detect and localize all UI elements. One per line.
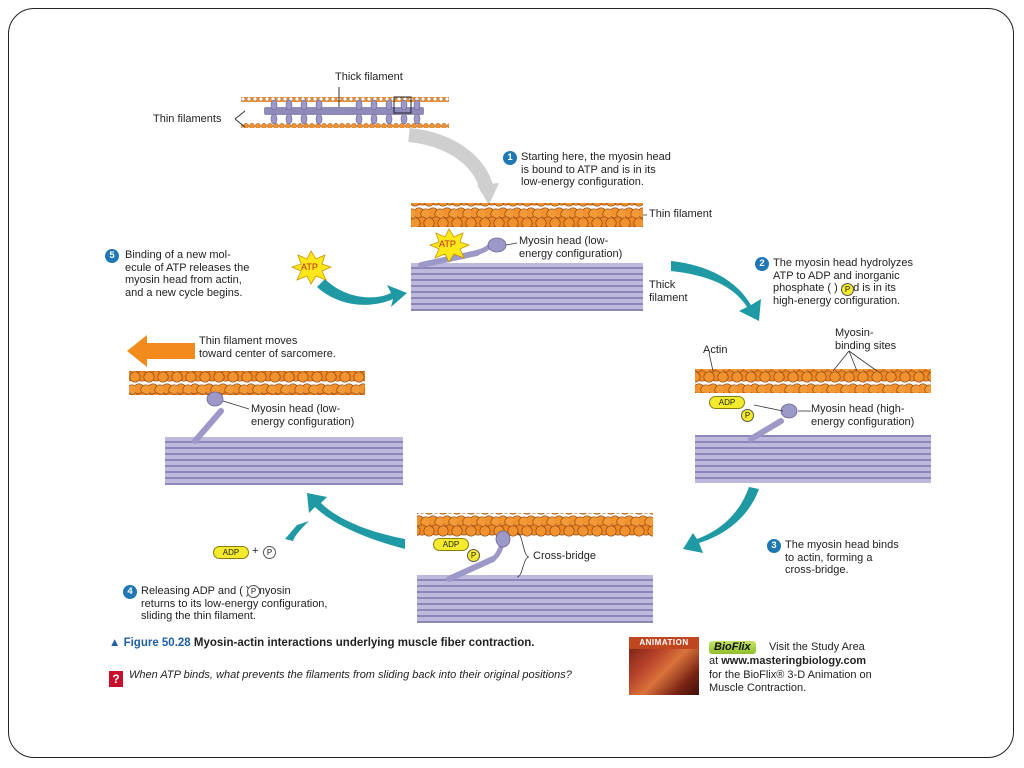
myosin-head-panel2 — [780, 403, 798, 419]
step-2-text: The myosin head hydrolyzes ATP to ADP an… — [773, 257, 914, 307]
panel-step-4 — [127, 335, 403, 485]
thin-filament-panel1 — [411, 203, 643, 227]
arrow-release-branch — [285, 521, 309, 541]
arrow-step1-to-step2 — [671, 261, 761, 321]
arrow-step5-to-step1 — [317, 279, 407, 307]
panel-step-2 — [695, 350, 931, 483]
bioflix-url[interactable]: www.masteringbiology.com — [721, 655, 867, 667]
bioflix-animation-thumbnail[interactable]: ANIMATION — [629, 637, 699, 695]
question-icon: ? — [109, 671, 123, 687]
label-thin-filament-panel1: Thin filament — [649, 208, 712, 220]
label-thin-filaments-overview: Thin filaments — [153, 113, 222, 125]
thin-filament-panel2 — [695, 369, 931, 393]
sarcomere-overview — [234, 87, 499, 205]
thick-filament-panel2 — [695, 435, 931, 483]
atp-starburst-icon — [428, 228, 471, 263]
arrow-step3-to-step4 — [307, 493, 405, 549]
thick-filament-panel1 — [411, 263, 643, 311]
step-5-number: 5 — [105, 249, 119, 263]
thin-filament-panel3 — [417, 513, 653, 537]
plus-sign: + — [252, 545, 259, 557]
figure-question: When ATP binds, what prevents the filame… — [129, 669, 572, 681]
thin-filament-panel4 — [129, 371, 365, 395]
bioflix-line-3: for the BioFlix® 3-D Animation on — [709, 669, 872, 681]
figure-title: Myosin-actin interactions underlying mus… — [193, 637, 535, 649]
overview-thin-filament-top — [241, 97, 449, 102]
panel-step-3 — [417, 513, 653, 623]
label-actin: Actin — [703, 344, 728, 356]
thick-filament-panel4 — [165, 437, 403, 485]
bioflix-line-2-prefix: at — [709, 655, 722, 667]
animation-label: ANIMATION — [629, 637, 699, 649]
phosphate-icon-released: P — [263, 546, 276, 559]
label-myosin-head-low-panel4: Myosin head (low- energy configuration) — [251, 403, 355, 428]
atp-label-panel1: ATP — [439, 239, 456, 249]
adp-badge-released: ADP — [213, 546, 249, 559]
phosphate-icon-panel3: P — [467, 549, 480, 562]
label-myosin-head-low-panel1: Myosin head (low- energy configuration) — [519, 235, 623, 260]
slide-frame: Thick filament Thin filaments 1 Starting… — [8, 8, 1014, 758]
muscle-cycle-diagram — [127, 87, 931, 623]
arrow-step2-to-step3 — [683, 487, 759, 553]
step-3-text: The myosin head binds to actin, forming … — [785, 539, 899, 576]
atp-label-step5: ATP — [301, 262, 318, 272]
thick-filament-panel3 — [417, 575, 653, 623]
bioflix-badge: BioFlix — [709, 641, 756, 654]
bioflix-line-4: Muscle Contraction. — [709, 682, 807, 694]
phosphate-icon-step2: P — [841, 283, 854, 296]
step-4-text: Releasing ADP and ( ), myosin returns to… — [141, 585, 328, 622]
step-3-number: 3 — [767, 539, 781, 553]
step-4-number: 4 — [123, 585, 137, 599]
bioflix-line-1: Visit the Study Area — [769, 641, 865, 653]
figure-caption: ▲ Figure 50.28 Myosin-actin interactions… — [109, 637, 579, 650]
phosphate-icon-step4: P — [247, 585, 260, 598]
label-myosin-binding-sites: Myosin- binding sites — [835, 327, 897, 352]
myosin-head-panel1 — [487, 237, 507, 253]
step-1-number: 1 — [503, 151, 517, 165]
label-thick-filament-panel1: Thick filament — [649, 279, 688, 304]
figure-label: ▲ Figure 50.28 — [109, 637, 191, 649]
myosin-head-panel3 — [495, 530, 511, 548]
phosphate-icon-panel2: P — [741, 409, 754, 422]
step-1-text: Starting here, the myosin head is bound … — [521, 151, 671, 188]
panel-step-1 — [411, 203, 647, 311]
adp-badge-panel2: ADP — [709, 396, 745, 409]
sliding-direction-arrow — [127, 335, 195, 367]
label-thick-filament-overview: Thick filament — [335, 71, 403, 83]
bioflix-line-2: at www.masteringbiology.com — [709, 655, 866, 668]
overview-zoom-box — [393, 96, 412, 114]
label-myosin-head-high: Myosin head (high- energy configuration) — [811, 403, 915, 428]
cycle-arrows — [285, 261, 761, 553]
myosin-head-panel4 — [206, 391, 224, 407]
label-cross-bridge: Cross-bridge — [533, 550, 596, 562]
label-thin-filament-moves: Thin filament moves toward center of sar… — [199, 335, 336, 360]
overview-thin-filament-bottom — [241, 123, 449, 128]
atp-starburst-icon-step5 — [290, 250, 333, 285]
step-2-number: 2 — [755, 257, 769, 271]
step-5-text: Binding of a new mol- ecule of ATP relea… — [125, 249, 250, 299]
adp-badge-panel3: ADP — [433, 538, 469, 551]
